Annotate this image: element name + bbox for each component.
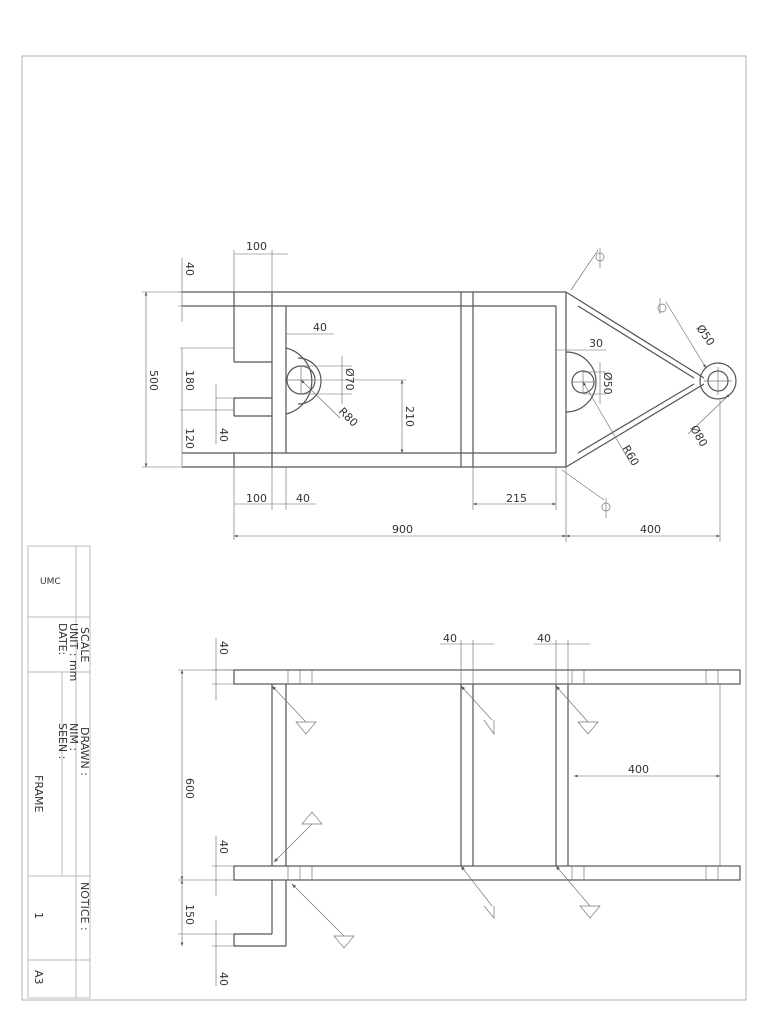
- nim-label: NIM :: [67, 723, 80, 751]
- dim-40-bottom: 40: [296, 492, 310, 505]
- scale-label: SCALE: [78, 627, 91, 662]
- dim-600: 600: [183, 778, 196, 799]
- date-label: DATE:: [56, 623, 69, 655]
- dim-40-left: 40: [183, 262, 196, 276]
- dim-400: 400: [640, 523, 661, 536]
- part-name: FRAME: [32, 775, 45, 813]
- sheet-border: [21, 55, 747, 1001]
- company-logo-text: UMC: [40, 577, 61, 587]
- dim-40-left-bottom: 40: [217, 972, 230, 986]
- side-view: 40 40 40 600 400 40 150 40: [178, 632, 741, 986]
- dim-30: 30: [589, 337, 603, 350]
- dim-900: 900: [392, 523, 413, 536]
- dim-210: 210: [403, 406, 416, 427]
- dim-phi50-inner: Ø50: [601, 372, 614, 395]
- dim-180: 180: [183, 370, 196, 391]
- drawn-label: DRAWN :: [78, 727, 91, 776]
- title-block: UMC SCALE UNIT : mm DATE: DRAWN : NIM : …: [27, 545, 91, 999]
- weld-symbol: [561, 248, 667, 518]
- sheet-number: 1: [32, 912, 45, 919]
- dim-40-lower: 40: [217, 428, 230, 442]
- dim-40-left-mid: 40: [217, 840, 230, 854]
- dim-120: 120: [183, 428, 196, 449]
- dim-500: 500: [147, 370, 160, 391]
- dim-phi50-outer: Ø50: [694, 322, 718, 348]
- dim-40-left-top: 40: [217, 641, 230, 655]
- dim-r80: R80: [336, 405, 360, 429]
- dim-phi70: Ø70: [343, 368, 356, 391]
- paper-size: A3: [32, 970, 45, 985]
- dim-40-a: 40: [443, 632, 457, 645]
- top-view: 100 40 40 500 180 120 40 Ø70 R80: [142, 240, 737, 542]
- dim-215: 215: [506, 492, 527, 505]
- dim-40-grey: 40: [313, 321, 327, 334]
- dim-400-side: 400: [628, 763, 649, 776]
- dim-100-top: 100: [246, 240, 267, 253]
- dim-40-b: 40: [537, 632, 551, 645]
- unit-label: UNIT : mm: [67, 623, 80, 681]
- dim-phi80: Ø80: [687, 423, 710, 449]
- notice-label: NOTICE :: [78, 882, 91, 931]
- dim-150: 150: [183, 904, 196, 925]
- seen-label: SEEN :: [56, 723, 69, 759]
- dim-100-bottom: 100: [246, 492, 267, 505]
- dim-r60: R60: [619, 443, 641, 468]
